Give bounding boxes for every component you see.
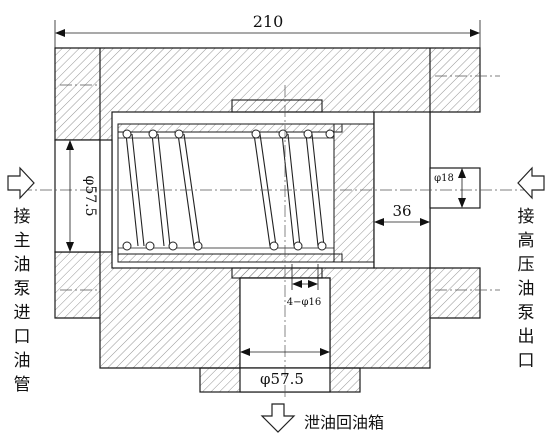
right-gap-label: 36 (392, 202, 411, 220)
small-holes-label: 4−φ16 (287, 297, 321, 308)
left-label-char: 接 (14, 207, 31, 227)
spool-cage (117, 99, 375, 279)
right-label-char: 压 (518, 255, 535, 275)
right-label-char: 泵 (518, 303, 535, 323)
spring (122, 129, 335, 251)
left-label-char: 泵 (14, 279, 31, 299)
left-bore-dimension: φ57.5 (66, 140, 98, 252)
center-lines (20, 75, 530, 400)
left-label-char: 进 (14, 303, 31, 323)
bottom-bore-dimension: φ57.5 (240, 348, 330, 388)
right-gap-dimension: 36 (374, 202, 430, 226)
small-holes-dimension: 4−φ16 (287, 264, 321, 308)
left-label: 接 主 油 泵 进 口 油 管 (14, 207, 31, 395)
overall-width-dimension: 210 (54, 12, 481, 48)
left-label-char: 油 (14, 255, 31, 275)
inlet-arrow-icon (7, 166, 35, 200)
right-label-char: 接 (518, 207, 535, 227)
outlet-arrow-icon (517, 166, 545, 200)
right-label-char: 油 (518, 279, 535, 299)
left-label-char: 油 (14, 351, 31, 371)
right-label-char: 出 (518, 327, 535, 347)
bottom-bore-label: φ57.5 (260, 370, 304, 388)
drain-arrow-icon (260, 403, 296, 433)
right-label-char: 高 (518, 231, 535, 251)
right-label-char: 口 (518, 351, 535, 371)
right-port-label: φ18 (434, 173, 454, 184)
right-label: 接 高 压 油 泵 出 口 (518, 207, 535, 371)
left-label-char: 主 (14, 231, 31, 251)
left-bore-label: φ57.5 (82, 176, 98, 217)
left-label-char: 口 (14, 327, 31, 347)
left-label-char: 管 (14, 375, 31, 395)
right-port-dimension: φ18 (434, 168, 466, 208)
overall-width-label: 210 (253, 12, 284, 31)
bottom-label: 泄油回油箱 (304, 413, 384, 432)
